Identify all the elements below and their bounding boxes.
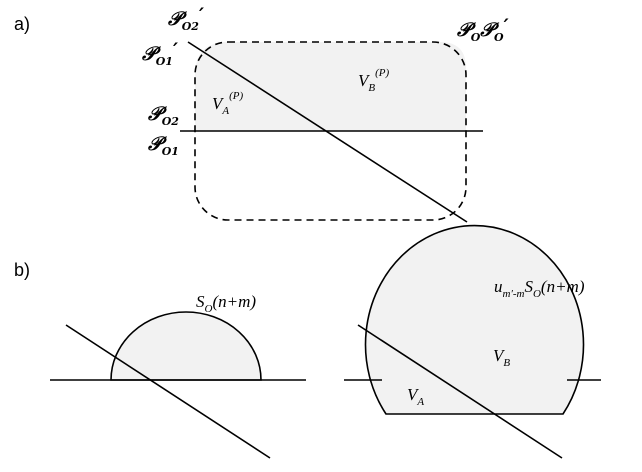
label-plane-O1: 𝒫O1: [147, 133, 179, 158]
label-small-cap: SO(n+m): [196, 292, 256, 315]
panel-b-small-diagonal: [65, 324, 271, 459]
label-large-cap: um′-mSO(n+m): [494, 277, 585, 300]
label-region-VA-P: VA(P): [212, 90, 244, 117]
panel-b-large-diagonal: [357, 324, 563, 459]
label-region-VA: VA: [407, 385, 424, 408]
label-region-VB-P: VB(P): [358, 67, 390, 94]
label-plane-O1-prime: 𝒫O1′: [141, 39, 178, 68]
label-region-VB: VB: [493, 346, 510, 369]
panel-b-small-cap: [110, 311, 262, 381]
panel-a-label: a): [14, 14, 30, 34]
panel-a-diagonal-plane: [187, 41, 468, 223]
label-plane-O2: 𝒫O2: [147, 103, 179, 128]
panel-a-shaded-region: [195, 42, 466, 131]
panel-b-large-cap: [364, 224, 585, 415]
label-plane-O2-prime: 𝒫O2′: [167, 4, 204, 33]
label-plane-pair: 𝒫O𝒫O′: [456, 15, 509, 44]
panel-b-label: b): [14, 260, 30, 280]
